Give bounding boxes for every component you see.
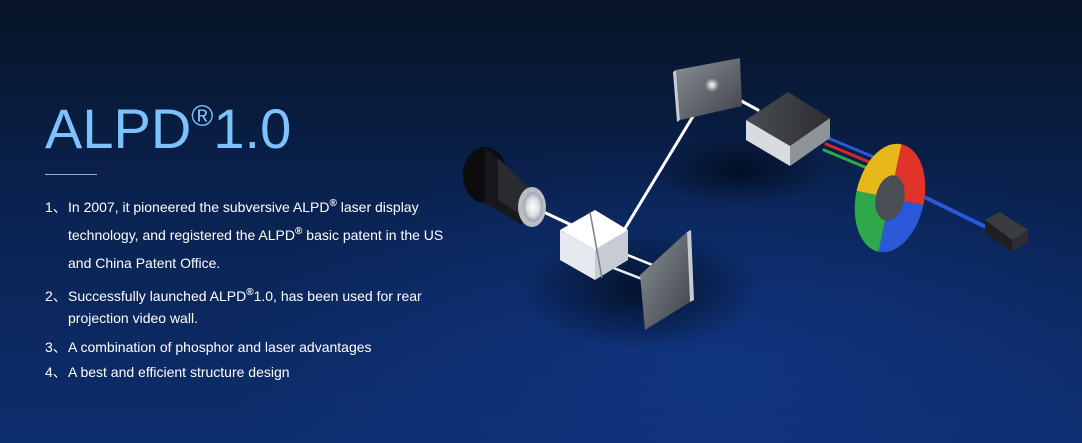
title-divider bbox=[45, 174, 97, 175]
list-item-text: In 2007, it pioneered the subversive ALP… bbox=[68, 199, 330, 215]
optics-box-top bbox=[746, 92, 830, 146]
list-item-text: A best and efficient structure design bbox=[68, 364, 290, 380]
list-item-text: A combination of phosphor and laser adva… bbox=[68, 339, 372, 355]
list-item-number: 4、 bbox=[45, 364, 67, 380]
prism-right bbox=[595, 230, 628, 280]
optical-system-diagram bbox=[463, 58, 1028, 350]
optics-box bbox=[746, 92, 830, 166]
list-item-text: Successfully launched ALPD bbox=[68, 288, 247, 304]
color-wheel bbox=[854, 143, 926, 253]
list-item-number: 1、 bbox=[45, 199, 67, 215]
prism-split-line bbox=[589, 211, 603, 279]
list-item-number: 2、 bbox=[45, 288, 67, 304]
laser-body-front bbox=[985, 220, 1012, 252]
optics-box-side bbox=[790, 118, 830, 166]
page-title: ALPD®1.0 bbox=[45, 98, 445, 160]
registered-mark: ® bbox=[191, 100, 214, 133]
list-item-text: laser display technology, and registered… bbox=[68, 199, 419, 243]
feature-list: 1、 In 2007, it pioneered the subversive … bbox=[45, 193, 445, 382]
upper-mirror-edge bbox=[673, 70, 680, 122]
prism-left bbox=[560, 230, 595, 280]
wheel-hub bbox=[875, 175, 905, 221]
lower-mirror bbox=[640, 230, 694, 330]
registered-mark: ® bbox=[246, 287, 254, 298]
laser-source bbox=[985, 212, 1028, 252]
list-item: 4、 A best and efficient structure design bbox=[45, 362, 445, 382]
laser-body-side bbox=[1012, 230, 1028, 252]
list-item: 2、 Successfully launched ALPD®1.0, has b… bbox=[45, 285, 445, 329]
description-panel: ALPD®1.0 1、 In 2007, it pioneered the su… bbox=[45, 98, 445, 387]
floor-shadow bbox=[520, 230, 760, 350]
lower-mirror-edge bbox=[687, 230, 694, 302]
list-item: 1、 In 2007, it pioneered the subversive … bbox=[45, 193, 445, 277]
prism-cube bbox=[560, 210, 628, 280]
optics-box-front bbox=[746, 120, 790, 166]
registered-mark: ® bbox=[295, 226, 303, 237]
list-item-text: 1.0, has been used for rear projection v… bbox=[68, 288, 422, 326]
laser-body-top bbox=[985, 212, 1028, 240]
title-version: 1.0 bbox=[213, 97, 292, 160]
title-prefix: ALPD bbox=[45, 97, 192, 160]
registered-mark: ® bbox=[329, 198, 337, 209]
lens-glass bbox=[523, 192, 543, 222]
projection-lens bbox=[463, 147, 546, 227]
lower-mirror-face bbox=[640, 232, 690, 330]
list-item-text: basic patent in the US and China Patent … bbox=[68, 227, 444, 271]
mirror-light-spot bbox=[705, 78, 719, 92]
list-item: 3、 A combination of phosphor and laser a… bbox=[45, 337, 445, 357]
list-item-number: 3、 bbox=[45, 339, 67, 355]
upper-mirror bbox=[673, 58, 742, 122]
